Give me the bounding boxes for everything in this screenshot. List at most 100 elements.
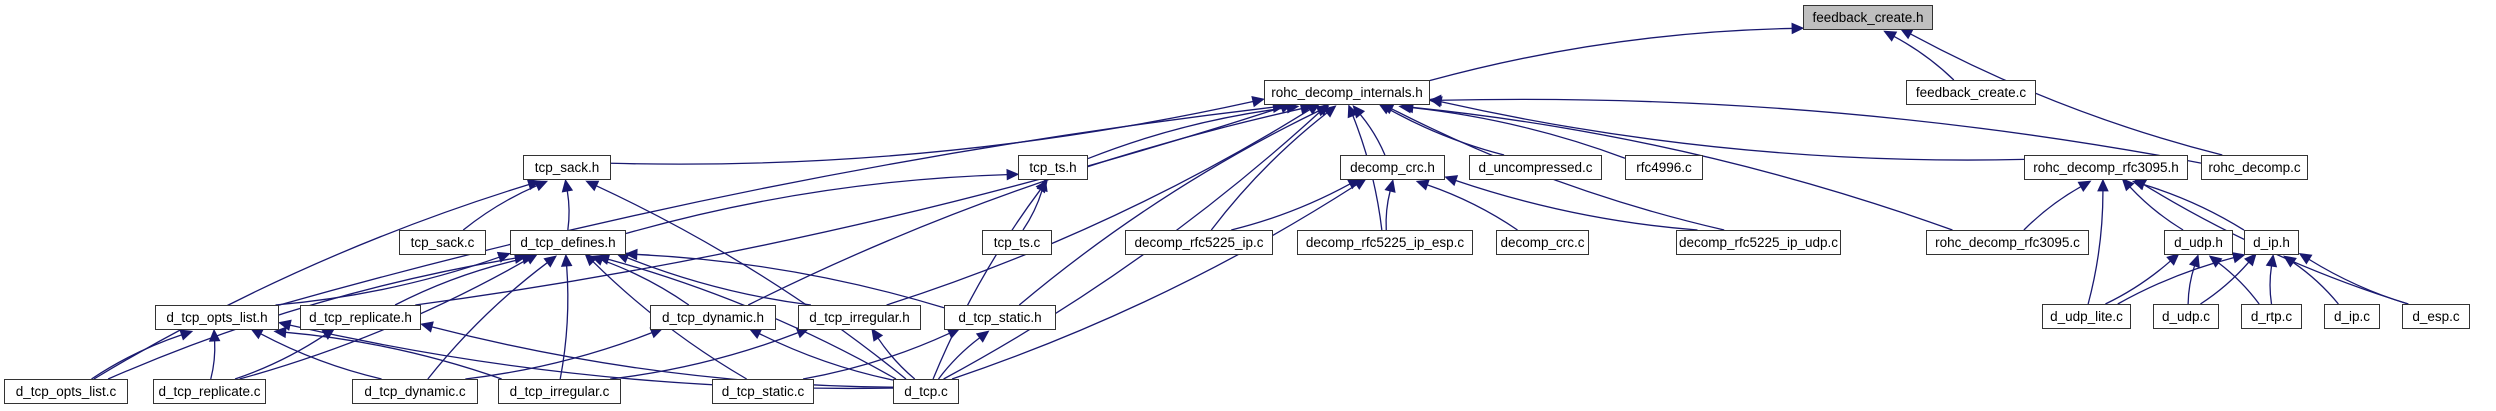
arrowhead-icon [249,328,264,340]
node-feedback-create-h[interactable]: feedback_create.h [1803,5,1933,30]
node-label: d_ip.c [2333,309,2371,324]
node-rfc4996-c[interactable]: rfc4996.c [1625,155,1703,180]
arrowhead-icon [596,253,611,265]
node-tcp-sack-c[interactable]: tcp_sack.c [399,230,486,255]
edge-d-tcp-static-h-to-d-tcp-defines-h [636,253,945,309]
edge-d-tcp-irregular-c-to-d-tcp-opts-list-h [285,331,502,380]
edge-decomp-crc-c-to-decomp-crc-h [1427,184,1518,231]
node-d-rtp-c[interactable]: d_rtp.c [2241,304,2302,329]
node-decomp-rfc5225-ip-esp-c[interactable]: decomp_rfc5225_ip_esp.c [1297,230,1473,255]
node-feedback-create-c[interactable]: feedback_create.c [1906,80,2036,105]
node-label: tcp_ts.h [1029,160,1077,175]
edge-d-udp-lite-c-to-d-ip-h [2117,256,2234,305]
edge-d-tcp-dynamic-c-to-d-tcp-dynamic-h [465,332,653,380]
node-label: d_udp.h [2174,235,2223,250]
edge-d-tcp-irregular-h-to-d-tcp-defines-h [626,257,811,306]
arrowhead-icon [2121,178,2135,192]
node-d-tcp-static-h[interactable]: d_tcp_static.h [944,305,1056,330]
node-rohc-decomp-c[interactable]: rohc_decomp.c [2201,155,2308,180]
node-tcp-ts-h[interactable]: tcp_ts.h [1018,155,1088,180]
edge-d-tcp-dynamic-c-to-d-tcp-defines-h [427,262,548,380]
node-label: d_ip.h [2253,235,2290,250]
arrowhead-icon [585,180,600,192]
node-label: decomp_crc.c [1500,235,1585,250]
arrowhead-icon [2265,253,2278,268]
node-decomp-rfc5225-ip-c[interactable]: decomp_rfc5225_ip.c [1125,230,1273,255]
edge-rohc-decomp-rfc3095-h-to-rohc-decomp-internals-h [1440,101,2025,161]
edge-d-tcp-c-to-rohc-decomp-internals-h [943,110,1321,380]
node-rohc-decomp-internals-h[interactable]: rohc_decomp_internals.h [1264,80,1430,105]
edge-d-rtp-c-to-d-udp-h [2218,262,2260,305]
node-d-ip-c[interactable]: d_ip.c [2324,304,2380,329]
node-label: rohc_decomp_rfc3095.c [1935,235,2080,250]
arrowhead-icon [2283,255,2297,268]
arrowhead-icon [1428,94,1442,107]
node-d-tcp-replicate-c[interactable]: d_tcp_replicate.c [153,379,266,404]
node-rohc-decomp-rfc3095-h[interactable]: rohc_decomp_rfc3095.h [2024,155,2188,180]
arrowhead-icon [975,330,990,343]
node-label: d_tcp_dynamic.h [661,310,765,325]
node-label: d_tcp_defines.h [520,235,616,250]
node-decomp-crc-c[interactable]: decomp_crc.c [1496,230,1589,255]
node-tcp-ts-c[interactable]: tcp_ts.c [982,230,1052,255]
node-d-ip-h[interactable]: d_ip.h [2244,230,2299,255]
arrowhead-icon [496,251,511,263]
edge-tcp-sack-h-to-rohc-decomp-internals-h [610,100,1254,165]
edge-rohc-decomp-rfc3095-c-to-rohc-decomp-internals-h [1412,106,1953,231]
node-label: rohc_decomp.c [2208,160,2301,175]
arrowhead-icon [273,326,287,339]
arrowhead-icon [560,253,573,267]
arrowhead-icon [561,178,574,193]
node-d-tcp-static-c[interactable]: d_tcp_static.c [712,379,814,404]
node-rohc-decomp-rfc3095-c[interactable]: rohc_decomp_rfc3095.c [1926,230,2089,255]
node-label: d_tcp_irregular.c [509,384,610,399]
node-label: tcp_sack.h [534,160,600,175]
edge-decomp-rfc5225-ip-c-to-rohc-decomp-internals-h [1210,112,1328,231]
node-d-tcp-dynamic-h[interactable]: d_tcp_dynamic.h [650,305,776,330]
edge-d-udp-lite-c-to-d-udp-h [2105,260,2171,305]
arrowhead-icon [526,179,541,191]
node-tcp-sack-h[interactable]: tcp_sack.h [523,155,611,180]
node-d-tcp-defines-h[interactable]: d_tcp_defines.h [510,230,626,255]
node-d-esp-c[interactable]: d_esp.c [2402,304,2470,329]
node-label: rfc4996.c [1636,160,1692,175]
node-label: d_udp_lite.c [2050,309,2123,324]
node-d-tcp-replicate-h[interactable]: d_tcp_replicate.h [300,305,421,330]
node-label: feedback_create.h [1812,10,1924,25]
node-d-uncompressed-c[interactable]: d_uncompressed.c [1469,155,1602,180]
edge-d-tcp-irregular-c-to-d-tcp-defines-h [559,265,569,380]
node-d-tcp-irregular-c[interactable]: d_tcp_irregular.c [498,379,621,404]
node-d-tcp-opts-list-c[interactable]: d_tcp_opts_list.c [4,379,128,404]
arrowhead-icon [2166,253,2180,266]
arrowhead-icon [2097,178,2109,192]
arrowhead-icon [179,329,194,341]
arrowhead-icon [1347,104,1359,119]
node-decomp-crc-h[interactable]: decomp_crc.h [1340,155,1445,180]
arrowhead-icon [871,328,884,342]
node-label: tcp_sack.c [410,235,475,250]
node-label: d_tcp_irregular.h [809,310,910,325]
arrowhead-icon [1035,179,1048,194]
node-label: d_udp.c [2161,309,2211,324]
node-d-tcp-dynamic-c[interactable]: d_tcp_dynamic.c [352,379,478,404]
node-d-udp-c[interactable]: d_udp.c [2153,304,2219,329]
edge-d-udp-c-to-d-ip-h [2200,261,2250,305]
node-d-udp-h[interactable]: d_udp.h [2164,230,2233,255]
arrowhead-icon [2208,255,2223,268]
arrowhead-icon [1444,175,1459,187]
node-label: d_tcp_static.h [958,310,1042,325]
node-d-tcp-c[interactable]: d_tcp.c [893,379,959,404]
edge-rohc-decomp-internals-h-to-feedback-create-h [1429,27,1793,82]
node-d-tcp-opts-list-h[interactable]: d_tcp_opts_list.h [155,305,279,330]
arrowhead-icon [584,253,598,267]
arrowhead-icon [1353,178,1367,190]
node-d-tcp-irregular-h[interactable]: d_tcp_irregular.h [798,305,921,330]
node-d-udp-lite-c[interactable]: d_udp_lite.c [2042,304,2131,329]
edge-d-tcp-irregular-c-to-d-tcp-irregular-h [610,332,799,380]
edge-d-tcp-c-to-decomp-crc-h [951,184,1357,380]
edge-d-tcp-dynamic-c-to-d-tcp-opts-list-h [260,333,382,380]
edge-d-udp-h-to-rohc-decomp-rfc3095-h [2129,186,2184,231]
edge-rohc-decomp-c-to-rohc-decomp-internals-h [1440,98,2202,164]
node-decomp-rfc5225-ip-udp-c[interactable]: decomp_rfc5225_ip_udp.c [1676,230,1841,255]
